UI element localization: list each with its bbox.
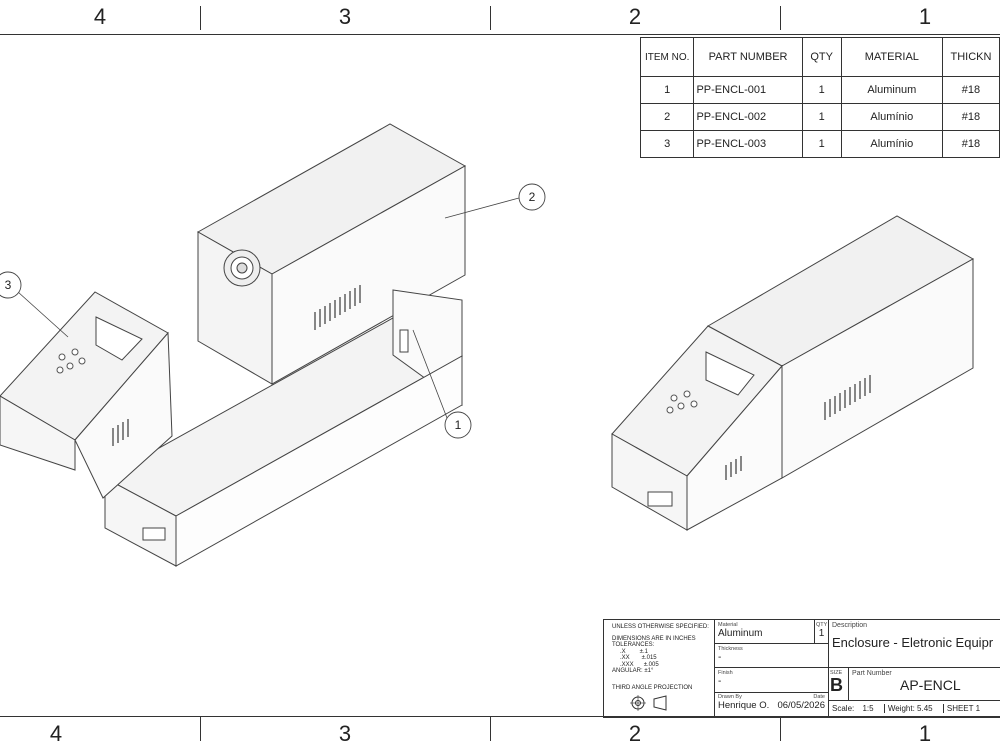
bom-header-part: PART NUMBER bbox=[693, 37, 803, 77]
bom-material: Alumínio bbox=[840, 130, 943, 158]
tolerances-label: TOLERANCES: bbox=[612, 642, 655, 648]
tol-xxx: .XXX bbox=[620, 661, 634, 668]
material-label: Material bbox=[718, 622, 738, 628]
sheet-label: SHEET 1 bbox=[942, 704, 981, 713]
zone-divider bbox=[200, 6, 201, 30]
dimensions-note: DIMENSIONS ARE IN INCHES bbox=[612, 635, 696, 642]
bom-thickness: #18 bbox=[941, 103, 1000, 131]
table-row: 1 PP-ENCL-001 1 Aluminum #18 bbox=[639, 76, 1000, 104]
bom-header-item: ITEM NO. bbox=[639, 37, 695, 77]
part-number-value: AP-ENCL bbox=[900, 677, 961, 693]
tol-x: .X bbox=[620, 648, 626, 655]
bom-item: 3 bbox=[639, 130, 695, 158]
zone-label: 4 bbox=[93, 4, 107, 29]
bom-part-number: PP-ENCL-002 bbox=[693, 103, 803, 131]
zone-label: 3 bbox=[338, 721, 352, 746]
bom-qty: 1 bbox=[801, 103, 842, 131]
zone-divider bbox=[490, 717, 491, 741]
zone-divider bbox=[490, 6, 491, 30]
zone-label: 2 bbox=[628, 4, 642, 29]
description-value: Enclosure - Eletronic Equipr bbox=[832, 635, 994, 650]
bom-qty: 1 bbox=[801, 130, 842, 158]
bom-header-material: MATERIAL bbox=[840, 37, 943, 77]
bom-header-thickness: THICKN bbox=[941, 37, 1000, 77]
bom-qty: 1 bbox=[801, 76, 842, 104]
assembled-view bbox=[611, 215, 975, 531]
zone-label: 4 bbox=[49, 721, 63, 746]
zone-label: 1 bbox=[918, 721, 932, 746]
weight-value: 5.45 bbox=[917, 704, 933, 713]
bom-item: 2 bbox=[639, 103, 695, 131]
top-zone-border: 4 3 2 1 bbox=[0, 0, 1000, 35]
balloon-label: 1 bbox=[455, 418, 462, 432]
weight-label: Weight: bbox=[883, 704, 915, 713]
material-value: Aluminum bbox=[718, 628, 763, 639]
table-row: 2 PP-ENCL-002 1 Alumínio #18 bbox=[639, 103, 1000, 131]
finish-label: Finish bbox=[718, 670, 733, 676]
tol-xxx-val: ±.005 bbox=[643, 661, 659, 668]
size-value: B bbox=[830, 675, 843, 695]
drawn-by-label: Drawn By bbox=[718, 694, 742, 700]
scale-label: Scale: bbox=[832, 704, 855, 713]
finish-value: - bbox=[718, 676, 722, 687]
bom-thickness: #18 bbox=[941, 76, 1000, 104]
thickness-label: Thickness bbox=[718, 646, 743, 652]
drawn-by-value: Henrique O. bbox=[718, 700, 770, 711]
zone-divider bbox=[780, 6, 781, 30]
qty-label: QTY bbox=[816, 622, 828, 628]
balloon-label: 2 bbox=[529, 190, 536, 204]
zone-divider bbox=[780, 717, 781, 741]
balloon-label: 3 bbox=[5, 278, 12, 292]
balloon-2 bbox=[518, 183, 546, 211]
bill-of-materials-table: ITEM NO. PART NUMBER QTY MATERIAL THICKN… bbox=[639, 37, 1000, 158]
thickness-value: - bbox=[718, 652, 722, 663]
bom-material: Alumínio bbox=[840, 103, 943, 131]
part-number-label: Part Number bbox=[852, 670, 892, 677]
tolerance-block: UNLESS OTHERWISE SPECIFIED: DIMENSIONS A… bbox=[604, 620, 715, 717]
bom-part-number: PP-ENCL-001 bbox=[693, 76, 803, 104]
size-label: SIZE bbox=[830, 670, 843, 676]
spec-heading: UNLESS OTHERWISE SPECIFIED: bbox=[612, 624, 709, 630]
zone-divider bbox=[200, 717, 201, 741]
zone-label: 1 bbox=[918, 4, 932, 29]
table-row: 3 PP-ENCL-003 1 Alumínio #18 bbox=[639, 130, 1000, 158]
front-panel-part bbox=[0, 291, 173, 499]
third-angle-projection-icon bbox=[630, 695, 667, 711]
bom-header-row: ITEM NO. PART NUMBER QTY MATERIAL THICKN bbox=[639, 37, 1000, 77]
balloon-1 bbox=[444, 411, 472, 439]
title-block: UNLESS OTHERWISE SPECIFIED: DIMENSIONS A… bbox=[603, 619, 1000, 718]
date-label: Date bbox=[813, 694, 825, 700]
tol-x-val: ±.1 bbox=[639, 648, 648, 655]
zone-label: 3 bbox=[338, 4, 352, 29]
bom-item: 1 bbox=[639, 76, 695, 104]
cover-part bbox=[196, 123, 467, 385]
scale-value: 1:5 bbox=[862, 704, 874, 713]
bom-thickness: #18 bbox=[941, 130, 1000, 158]
qty-value: 1 bbox=[818, 628, 825, 639]
angular-tolerance: ANGULAR: ±1° bbox=[612, 668, 654, 674]
zone-label: 2 bbox=[628, 721, 642, 746]
bom-part-number: PP-ENCL-003 bbox=[693, 130, 803, 158]
balloon-3 bbox=[0, 271, 22, 299]
base-part bbox=[103, 289, 464, 567]
tol-xx: .XX bbox=[620, 655, 630, 661]
date-value: 06/05/2026 bbox=[777, 700, 825, 711]
description-label: Description bbox=[832, 622, 868, 629]
bottom-zone-border: 4 3 2 1 bbox=[0, 716, 1000, 751]
projection-label: THIRD ANGLE PROJECTION bbox=[612, 684, 693, 691]
tol-xx-val: ±.015 bbox=[641, 655, 657, 661]
bom-header-qty: QTY bbox=[801, 37, 842, 77]
bom-material: Aluminum bbox=[840, 76, 943, 104]
